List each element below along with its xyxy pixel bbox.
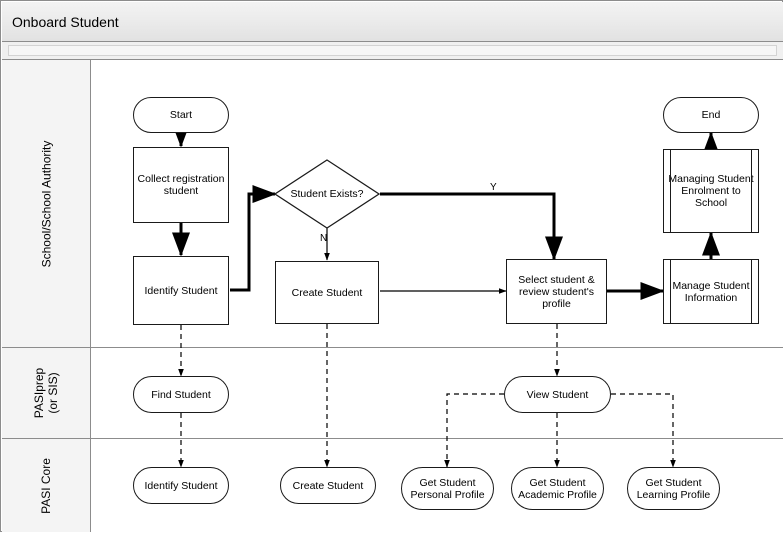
node-find-student[interactable]: Find Student xyxy=(133,376,229,413)
node-create-student-school[interactable]: Create Student xyxy=(275,261,379,324)
node-student-exists-decision[interactable]: Student Exists? xyxy=(274,159,380,229)
node-collect-registration-student[interactable]: Collect registration student xyxy=(133,147,229,223)
node-identify-student-school[interactable]: Identify Student xyxy=(133,256,229,325)
node-select-student-review-profile[interactable]: Select student & review student's profil… xyxy=(506,259,607,324)
lane-header-pasiprep: PASIprep (or SIS) xyxy=(2,348,91,438)
decision-shape xyxy=(274,159,380,229)
lane-pasiprep: PASIprep (or SIS) xyxy=(2,348,783,439)
page-title: Onboard Student xyxy=(12,14,119,30)
lane-header-school: School/School Authority xyxy=(2,60,91,347)
node-identify-student-core[interactable]: Identify Student xyxy=(133,467,229,504)
node-start[interactable]: Start xyxy=(133,97,229,133)
node-view-student[interactable]: View Student xyxy=(504,376,611,413)
window-title-bar: Onboard Student xyxy=(2,2,783,42)
node-get-student-personal-profile[interactable]: Get Student Personal Profile xyxy=(401,467,494,510)
lane-label-pasiprep: PASIprep (or SIS) xyxy=(31,367,60,419)
node-manage-student-information[interactable]: Manage Student Information xyxy=(663,259,759,324)
node-create-student-core[interactable]: Create Student xyxy=(280,467,376,504)
edge-label-no: N xyxy=(320,233,328,244)
lane-header-pasicore: PASI Core xyxy=(2,439,91,532)
edge-label-yes: Y xyxy=(490,182,497,193)
node-end[interactable]: End xyxy=(663,97,759,133)
node-get-student-academic-profile[interactable]: Get Student Academic Profile xyxy=(511,467,604,510)
node-student-exists-label: Student Exists? xyxy=(290,188,364,200)
node-managing-student-enrolment-to-school[interactable]: Managing Student Enrolment to School xyxy=(663,149,759,233)
lane-label-school: School/School Authority xyxy=(39,140,53,267)
toolbar-strip-inner xyxy=(8,45,777,56)
lane-label-pasicore: PASI Core xyxy=(39,457,53,514)
toolbar-strip xyxy=(2,42,783,60)
node-get-student-learning-profile[interactable]: Get Student Learning Profile xyxy=(627,467,720,510)
